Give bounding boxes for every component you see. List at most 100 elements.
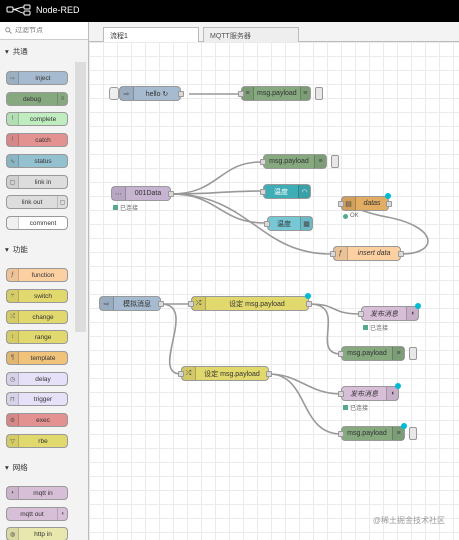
section-label: 网络 [12, 462, 28, 472]
input-port[interactable] [338, 391, 344, 397]
section-label: 共通 [12, 46, 28, 56]
switch-icon: ⑂ [7, 290, 19, 302]
gear-icon: ⚙ [7, 414, 19, 426]
debug-icon: ≡ [299, 87, 310, 100]
wire [170, 193, 332, 255]
output-port[interactable] [168, 191, 174, 197]
tab-mqtt-server[interactable]: MQTT服务器 [203, 27, 299, 42]
input-port[interactable] [358, 311, 364, 317]
chevron-down-icon: ▾ [5, 46, 9, 56]
palette-node-mqtt-out[interactable]: mqtt out◖ [6, 507, 68, 521]
palette-node-link-in[interactable]: ▢link in [6, 175, 68, 189]
function-icon: ƒ [334, 247, 348, 260]
debug-icon: ≡ [392, 347, 404, 360]
palette-node-trigger[interactable]: ⊓trigger [6, 392, 68, 406]
palette-node-mqtt-in[interactable]: ◗mqtt in [6, 486, 68, 500]
wire [268, 373, 342, 435]
node-mqtt-out-2[interactable]: 发布消息 ◖ [338, 383, 401, 401]
node-debug-mid2[interactable]: msg.payload ≡ [338, 346, 405, 361]
palette-node-status[interactable]: ∿status [6, 154, 68, 168]
debug-toggle[interactable] [409, 347, 417, 360]
input-port[interactable] [188, 301, 194, 307]
input-port[interactable] [338, 431, 344, 437]
mqtt-icon: ◖ [57, 508, 67, 520]
output-port[interactable] [266, 371, 272, 377]
input-port[interactable] [338, 201, 344, 207]
node-serial-in[interactable]: ⋯ 001Data [111, 186, 174, 201]
palette-node-comment[interactable]: comment [6, 216, 68, 230]
palette-filter[interactable] [0, 22, 88, 40]
arrow-icon: ⇨ [100, 297, 114, 310]
palette-section-function[interactable]: ▾ 功能 [0, 242, 75, 256]
node-inject-sim[interactable]: ⇨ 模拟消息 [99, 296, 164, 311]
output-port[interactable] [386, 201, 392, 207]
debug-toggle[interactable] [315, 87, 323, 100]
gauge-icon: ◠ [298, 185, 310, 198]
palette-node-switch[interactable]: ⑂switch [6, 289, 68, 303]
output-port[interactable] [398, 251, 404, 257]
debug-toggle[interactable] [409, 427, 417, 440]
debug-toggle[interactable] [331, 155, 339, 168]
output-port[interactable] [178, 91, 184, 97]
palette-node-complete[interactable]: !complete [6, 112, 68, 126]
comment-icon [7, 217, 19, 229]
palette-node-rbe[interactable]: ▽rbe [6, 434, 68, 448]
palette-node-debug[interactable]: debug≡ [6, 92, 68, 106]
input-port[interactable] [178, 371, 184, 377]
clock-icon: ◷ [7, 373, 19, 385]
input-port[interactable] [264, 221, 270, 227]
palette-node-catch[interactable]: !catch [6, 133, 68, 147]
palette-section-common[interactable]: ▾ 共通 [0, 44, 75, 58]
node-inject-hello[interactable]: ⇨ hello ↻ [119, 86, 184, 101]
palette-node-range[interactable]: ↕range [6, 330, 68, 344]
inject-trigger-button[interactable] [109, 87, 119, 100]
palette-node-delay[interactable]: ◷delay [6, 372, 68, 386]
link-icon: ▢ [7, 176, 19, 188]
node-mysql[interactable]: ▤ datas [338, 193, 392, 211]
palette-scrollbar[interactable] [75, 62, 86, 332]
search-icon [5, 27, 12, 34]
input-port[interactable] [238, 91, 244, 97]
mqtt-icon: ◗ [7, 487, 19, 499]
mqtt-icon: ◖ [406, 307, 418, 320]
node-mqtt-out-1[interactable]: 发布消息 ◖ [358, 303, 421, 321]
palette-node-inject[interactable]: ⇨inject [6, 71, 68, 85]
status-dot [113, 205, 118, 210]
node-chart[interactable]: 温度 ▦ [264, 216, 313, 231]
input-port[interactable] [260, 159, 266, 165]
input-port[interactable] [260, 189, 266, 195]
tab-flow1[interactable]: 流程1 [103, 27, 199, 43]
output-port[interactable] [306, 301, 312, 307]
serial-icon: ⋯ [112, 187, 126, 200]
filter-input[interactable] [15, 27, 85, 34]
input-port[interactable] [338, 351, 344, 357]
shuffle-icon: ⤮ [192, 297, 206, 310]
app-title: Node-RED [36, 5, 80, 15]
palette-node-template[interactable]: ¶template [6, 351, 68, 365]
node-change-bottom[interactable]: ⤮ 设定 msg.payload [178, 366, 272, 381]
palette-node-link-out[interactable]: link out▢ [6, 195, 68, 209]
output-port[interactable] [158, 301, 164, 307]
palette-node-change[interactable]: ⤮change [6, 310, 68, 324]
node-gauge[interactable]: 温度 ◠ [260, 184, 311, 199]
globe-icon: ◍ [7, 528, 19, 540]
input-port[interactable] [330, 251, 336, 257]
palette-node-http-in[interactable]: ◍http in [6, 527, 68, 540]
node-red-logo-icon [6, 4, 31, 16]
link-icon: ▢ [57, 196, 67, 208]
node-debug-top[interactable]: ≡ msg.payload ≡ [238, 86, 311, 101]
node-debug-mid[interactable]: msg.payload ≡ [260, 154, 327, 169]
status-dot [343, 213, 348, 219]
node-change-top[interactable]: ⤮ 设定 msg.payload [188, 293, 312, 311]
palette-section-network[interactable]: ▾ 网络 [0, 460, 75, 474]
node-function-insert[interactable]: ƒ insert data [330, 246, 404, 261]
flow-canvas[interactable]: ⇨ hello ↻ ≡ msg.payload ≡ ⋯ 001Data 已连接 … [89, 42, 459, 540]
changed-indicator [305, 293, 311, 299]
node-debug-bottom[interactable]: msg.payload ≡ [338, 423, 407, 441]
mqtt-icon: ◖ [386, 387, 398, 400]
changed-indicator [395, 383, 401, 389]
top-bar: Node-RED [0, 0, 459, 22]
palette-node-exec[interactable]: ⚙exec [6, 413, 68, 427]
filter-icon: ▽ [7, 435, 19, 447]
